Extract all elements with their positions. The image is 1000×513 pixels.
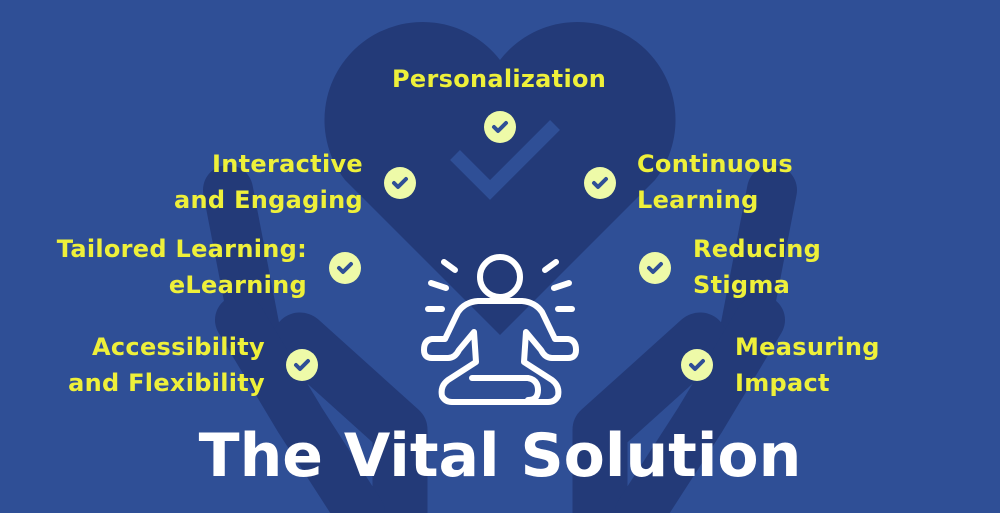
check-icon	[286, 349, 318, 381]
check-icon	[584, 167, 616, 199]
item-label: Learning	[637, 186, 759, 214]
meditation-person-icon	[421, 254, 579, 405]
item-label: Reducing	[693, 235, 822, 263]
check-icon	[484, 111, 516, 143]
item-label: Interactive	[212, 150, 363, 178]
item-continuous-learning: Continuous Learning	[637, 146, 793, 218]
item-label: Stigma	[693, 271, 791, 299]
heart-icon	[324, 21, 676, 335]
left-hand-icon	[203, 165, 428, 513]
item-label: Accessibility	[92, 333, 265, 361]
item-label: and Engaging	[174, 186, 363, 214]
item-label: Measuring	[735, 333, 880, 361]
item-personalization: Personalization	[392, 61, 606, 97]
item-accessibility-flexibility: Accessibility and Flexibility	[68, 329, 265, 401]
item-reducing-stigma: Reducing Stigma	[693, 231, 821, 303]
right-hand-icon	[572, 165, 797, 513]
item-label: eLearning	[168, 271, 307, 299]
check-icon	[681, 349, 713, 381]
page-title: The Vital Solution	[198, 421, 802, 491]
item-label: Continuous	[637, 150, 793, 178]
item-label: Tailored Learning:	[56, 235, 307, 263]
check-icon	[384, 167, 416, 199]
check-icon	[329, 252, 361, 284]
item-interactive-engaging: Interactive and Engaging	[174, 146, 363, 218]
check-icon	[639, 252, 671, 284]
item-label: and Flexibility	[68, 369, 265, 397]
item-measuring-impact: Measuring Impact	[735, 329, 880, 401]
item-tailored-learning: Tailored Learning: eLearning	[57, 231, 307, 303]
item-label: Personalization	[392, 65, 607, 93]
item-label: Impact	[735, 369, 830, 397]
